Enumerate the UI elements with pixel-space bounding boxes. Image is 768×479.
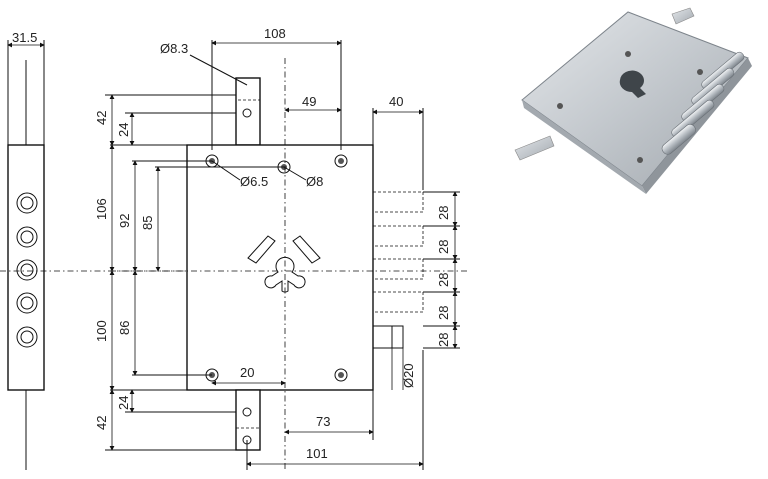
side-bolt-circles [16,192,38,348]
dim-h100: 100 [94,320,109,342]
dim-hole-6-5: Ø6.5 [240,174,268,189]
dim-bolt-dia: Ø20 [401,363,416,388]
dim-h24-top: 24 [116,123,131,137]
front-view [110,58,470,470]
dim-pitch-4: 28 [436,306,451,320]
lock-product-photo [514,7,752,194]
dimension-labels: 31.5 108 Ø8.3 49 40 42 24 106 92 85 Ø6.5… [12,26,451,461]
dim-h24-bot: 24 [116,396,131,410]
dim-offset-49: 49 [302,94,316,109]
dim-w73: 73 [316,414,330,429]
dim-h92: 92 [117,214,132,228]
dimension-lines [105,40,460,470]
side-view [0,40,190,470]
dim-h86: 86 [117,321,132,335]
keyhole-icon [247,235,321,293]
dim-h42-bot: 42 [94,416,109,430]
dim-w20: 20 [240,365,254,380]
dim-pitch-5: 28 [436,333,451,347]
dim-h42-top: 42 [94,111,109,125]
dim-bolt-length: 40 [389,94,403,109]
dim-pitch-1: 28 [436,206,451,220]
dim-hole-8: Ø8 [306,174,323,189]
dim-h85: 85 [140,216,155,230]
dim-w101: 101 [306,446,328,461]
dim-pitch-2: 28 [436,240,451,254]
dim-pitch-3: 28 [436,273,451,287]
dim-top-width: 108 [264,26,286,41]
dim-side-width: 31.5 [12,30,37,45]
dim-hole-top: Ø8.3 [160,41,188,56]
dim-h106: 106 [94,198,109,220]
bolts [372,191,424,349]
